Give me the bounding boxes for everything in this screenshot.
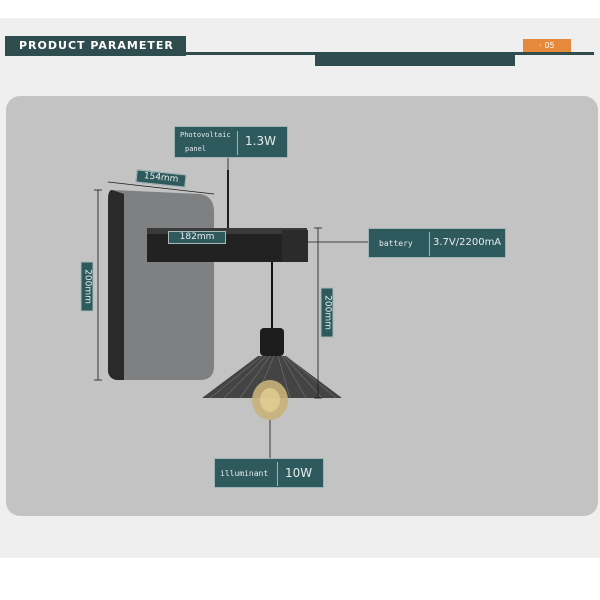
illuminant-spec-label: illuminant: [220, 469, 269, 478]
product-panel: [6, 96, 598, 516]
arm-top-face: [147, 228, 307, 234]
lamp-socket: [260, 328, 284, 356]
plate-height-tag: 200mm: [80, 261, 94, 312]
battery-spec-value: 3.7V/2200mA: [433, 237, 502, 248]
page-number-badge: · 05: [523, 39, 571, 52]
header-rule: [186, 52, 594, 55]
arm-end-cap: [282, 230, 308, 262]
battery-spec-box: battery 3.7V/2200mA: [368, 228, 506, 258]
panel-spec-box: Photovoltaic panel 1.3W: [174, 126, 288, 158]
battery-spec-label: battery: [379, 239, 413, 248]
header-tab-strip: [315, 55, 515, 66]
dim-line-plate-width: [107, 181, 215, 195]
illuminant-spec-box: illuminant 10W: [214, 458, 324, 488]
drop-height-tag: 200mm: [320, 287, 334, 338]
panel-spec-label-line2: panel: [185, 145, 207, 153]
panel-spec-label-line1: Photovoltaic: [180, 131, 231, 139]
lamp-shade: [202, 356, 342, 398]
panel-spec-value: 1.3W: [245, 134, 276, 148]
illuminant-spec-value: 10W: [285, 466, 313, 480]
wall-plate-edge: [108, 190, 124, 380]
arm-length-tag: 182mm: [168, 231, 226, 244]
section-title: PRODUCT PARAMETER: [5, 36, 186, 56]
